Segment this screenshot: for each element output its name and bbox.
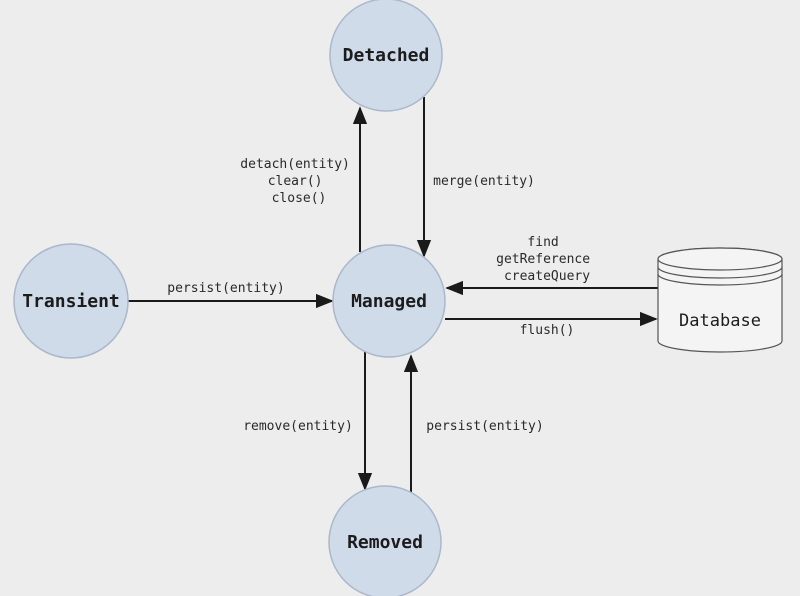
node-database-label: Database bbox=[679, 311, 761, 331]
node-database: Database bbox=[657, 247, 783, 353]
edge-label-persist-removed: persist(entity) bbox=[426, 419, 543, 434]
node-detached: Detached bbox=[329, 0, 443, 112]
node-removed-label: Removed bbox=[347, 532, 423, 553]
edge-label-merge: merge(entity) bbox=[433, 174, 535, 189]
edge-label-find: find getReference createQuery bbox=[496, 235, 598, 284]
node-removed: Removed bbox=[328, 485, 442, 596]
node-transient-label: Transient bbox=[22, 291, 120, 312]
edge-label-remove: remove(entity) bbox=[243, 419, 353, 434]
node-transient: Transient bbox=[13, 243, 129, 359]
node-detached-label: Detached bbox=[343, 45, 430, 66]
edge-label-persist-transient: persist(entity) bbox=[167, 281, 284, 296]
node-managed: Managed bbox=[332, 244, 446, 358]
node-managed-label: Managed bbox=[351, 291, 427, 312]
edge-label-detach: detach(entity) clear() close() bbox=[240, 157, 357, 206]
edge-label-flush: flush() bbox=[520, 323, 575, 338]
